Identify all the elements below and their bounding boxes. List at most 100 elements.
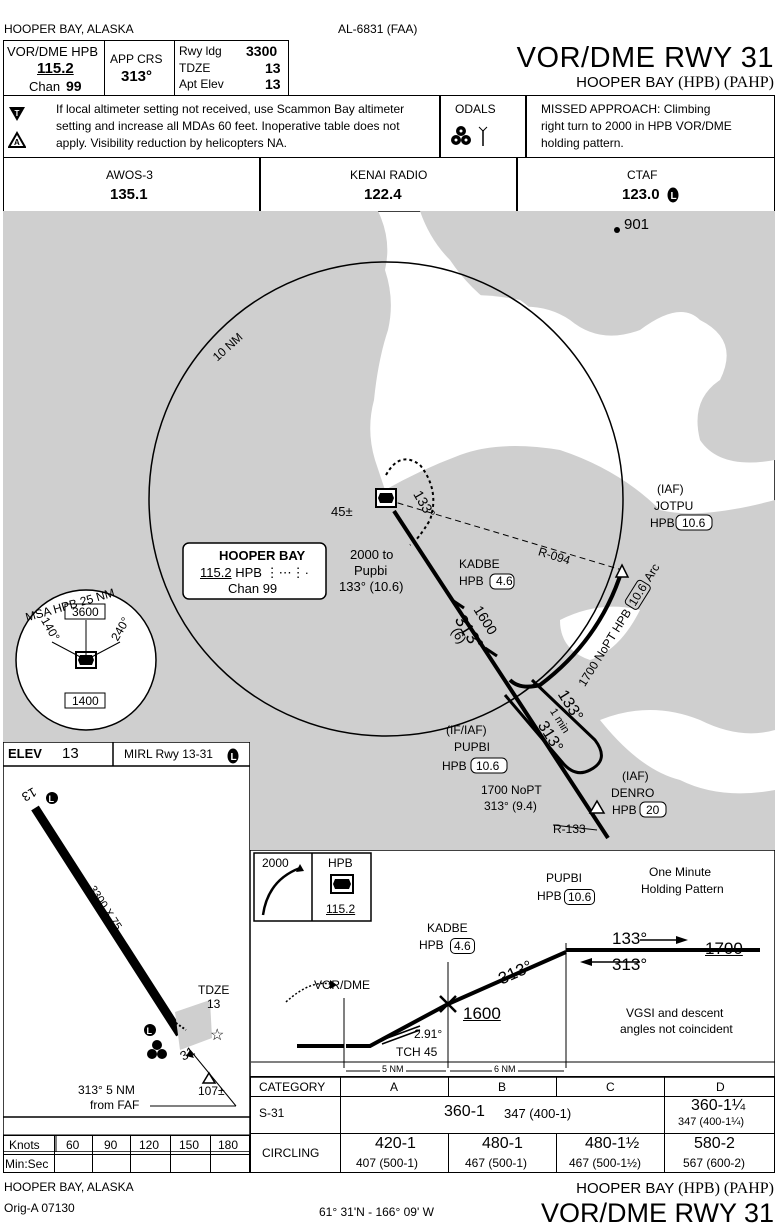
- header-location: HOOPER BAY, ALASKA: [4, 22, 134, 36]
- footer-title: VOR/DME RWY 31: [540, 1198, 774, 1228]
- footer-airport: HOOPER BAY: [576, 1180, 674, 1197]
- knots-180: 180: [218, 1138, 239, 1152]
- airport-sketch: L L ☆: [3, 742, 250, 1152]
- footer-airport-line: HOOPER BAY (HPB) (PAHP): [576, 1180, 774, 1198]
- knots-90: 90: [104, 1138, 118, 1152]
- header-airport: HOOPER BAY: [576, 74, 674, 91]
- odals-airport-icon: [147, 1040, 167, 1059]
- procedure-id: AL-6831 (FAA): [338, 22, 418, 36]
- header-airport-line: HOOPER BAY (HPB) (PAHP): [576, 74, 774, 92]
- ma-freq: 115.2: [326, 902, 356, 916]
- runway-13-31: [31, 805, 184, 1037]
- comms-divider-1: [259, 157, 261, 212]
- denro-fix: [588, 799, 606, 814]
- profile-alt-1600: 1600: [463, 1004, 501, 1023]
- circ-a-sub: 407 (500-1): [356, 1156, 419, 1170]
- comm-kenai-freq: 122.4: [364, 186, 402, 203]
- svg-text:☆: ☆: [210, 1027, 224, 1044]
- cat-d: D: [716, 1080, 725, 1094]
- circling-label: CIRCLING: [262, 1146, 320, 1160]
- apt-elev-label: Apt Elev: [179, 77, 224, 91]
- min-col-line-2b: [556, 1133, 557, 1173]
- category-label: CATEGORY: [259, 1080, 326, 1094]
- vor-info-box: [182, 542, 327, 600]
- profile-crs-313: 313°: [612, 955, 648, 974]
- dme-arc: [508, 569, 624, 689]
- rwy-ldg-label: Rwy ldg: [179, 44, 222, 58]
- nav-label: VOR/DME HPB: [7, 44, 99, 59]
- min-col-line-1: [448, 1076, 449, 1096]
- profile-kadbe: KADBE: [427, 921, 468, 935]
- hold-title-1: One Minute: [649, 865, 712, 879]
- knots-120: 120: [139, 1138, 160, 1152]
- kadbe-hpb: HPB: [459, 574, 484, 588]
- circ-c-sub: 467 (500-1½): [569, 1156, 642, 1170]
- msa-3600: 3600: [72, 605, 99, 619]
- timing-col-4: [170, 1135, 171, 1173]
- vgsi-note-2: angles not coincident: [620, 1022, 733, 1036]
- cat-c: C: [606, 1080, 615, 1094]
- faf-line-1: 313° 5 NM: [78, 1083, 135, 1097]
- takeoff-minimums-icon: T A: [8, 107, 26, 148]
- vor-box-title: HOOPER BAY: [219, 548, 306, 563]
- jotpu-fix: [614, 563, 630, 578]
- jotpu-iaf: (IAF): [657, 482, 684, 496]
- faf-line-2: from FAF: [90, 1098, 140, 1112]
- profile-gs: 2.91°: [414, 1027, 443, 1041]
- radial-094: [387, 499, 623, 571]
- knots-60: 60: [66, 1138, 80, 1152]
- timing-col-2: [92, 1135, 93, 1173]
- knots-150: 150: [179, 1138, 200, 1152]
- svg-text:L: L: [49, 794, 55, 804]
- profile-pupbi: PUPBI: [546, 871, 583, 885]
- obstacle-45: 45±: [331, 504, 353, 519]
- tdze-value: 13: [265, 60, 281, 76]
- notes-divider-2: [525, 95, 527, 158]
- missed-alt-2: Pupbi: [354, 563, 388, 578]
- mirl-label: MIRL Rwy 13-31: [124, 747, 213, 761]
- obstacle-107: 107±: [198, 1084, 225, 1098]
- nopt-1: 1700 NoPT: [481, 783, 542, 797]
- kadbe-label: KADBE: [459, 557, 500, 571]
- denro-dme: 20: [646, 803, 660, 817]
- notes-line-3: apply. Visibility reduction by helicopte…: [56, 136, 287, 150]
- comm-ctaf-name: CTAF: [627, 168, 658, 182]
- profile-kadbe-hpb: HPB: [419, 938, 444, 952]
- tdze-sketch-label: TDZE: [198, 983, 230, 997]
- s31-abc-sub: 347 (400-1): [504, 1106, 572, 1121]
- plan-view: [3, 211, 775, 851]
- nopt-2: 313° (9.4): [484, 799, 537, 813]
- comm-awos-freq: 135.1: [110, 186, 148, 203]
- profile-alt-1700: 1700: [705, 939, 743, 958]
- circ-b-sub: 467 (500-1): [465, 1156, 528, 1170]
- s31-abc-main: 360-1: [444, 1103, 485, 1120]
- circ-d-main: 580-2: [694, 1135, 735, 1152]
- profile-tch: TCH 45: [396, 1045, 438, 1059]
- vor-box-line: 115.2 HPB ⋮⋯⋮·: [200, 565, 309, 581]
- notes-line-2: setting and increase all MDAs 60 feet. I…: [56, 119, 400, 133]
- vor-box-chan: Chan 99: [228, 581, 278, 596]
- footer-orig: Orig-A 07130: [4, 1201, 75, 1215]
- mirl-pcl-icon: L: [227, 748, 239, 764]
- header-ids: (HPB) (PAHP): [678, 74, 774, 91]
- kadbe-dme: 4.6: [496, 574, 513, 588]
- app-crs-value: 313°: [121, 68, 153, 85]
- missed-line-3: holding pattern.: [541, 136, 624, 150]
- ten-nm-ring: [148, 261, 624, 737]
- holding-pattern: [503, 678, 603, 775]
- denro-name: DENRO: [611, 786, 655, 800]
- ma-alt: 2000: [262, 856, 289, 870]
- app-crs-label: APP CRS: [110, 52, 163, 66]
- radial-133-label: R-133: [553, 822, 586, 836]
- s31-d-sub: 347 (400-1¼): [678, 1116, 745, 1128]
- denro-hpb: HPB: [612, 803, 637, 817]
- svg-text:T: T: [15, 109, 20, 118]
- svg-text:A: A: [14, 138, 20, 147]
- pupbi-hpb: HPB: [442, 759, 467, 773]
- min-col-line-1b: [448, 1133, 449, 1173]
- rwy-ldg-value: 3300: [246, 43, 278, 59]
- missed-alt-3: 133° (10.6): [339, 579, 404, 594]
- timing-col-5: [210, 1135, 211, 1173]
- minimums-table: [250, 1076, 775, 1173]
- knots-label: Knots: [9, 1138, 40, 1152]
